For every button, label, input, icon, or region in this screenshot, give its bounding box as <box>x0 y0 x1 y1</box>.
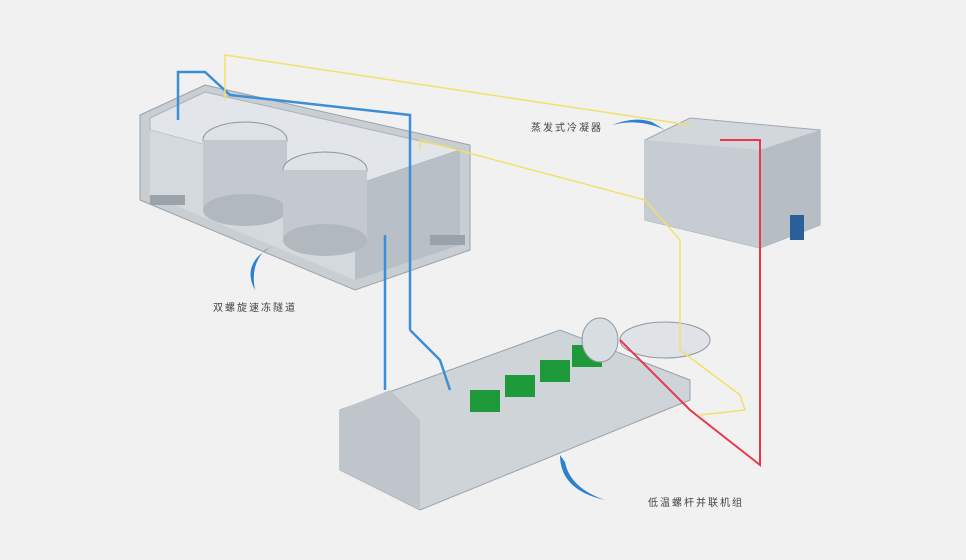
compressor-unit-label: 低温螺杆并联机组 <box>648 498 744 509</box>
screw-compressor-unit <box>339 317 711 511</box>
tunnel-label: 双螺旋速冻隧道 <box>213 303 297 314</box>
evaporative-condenser <box>644 117 821 249</box>
liquid-line <box>224 54 747 416</box>
condenser-label: 蒸发式冷凝器 <box>531 123 603 134</box>
label-arrows <box>250 119 665 500</box>
spiral-freezer-tunnel <box>139 84 471 291</box>
suction-line <box>176 70 452 391</box>
discharge-line <box>619 139 761 468</box>
